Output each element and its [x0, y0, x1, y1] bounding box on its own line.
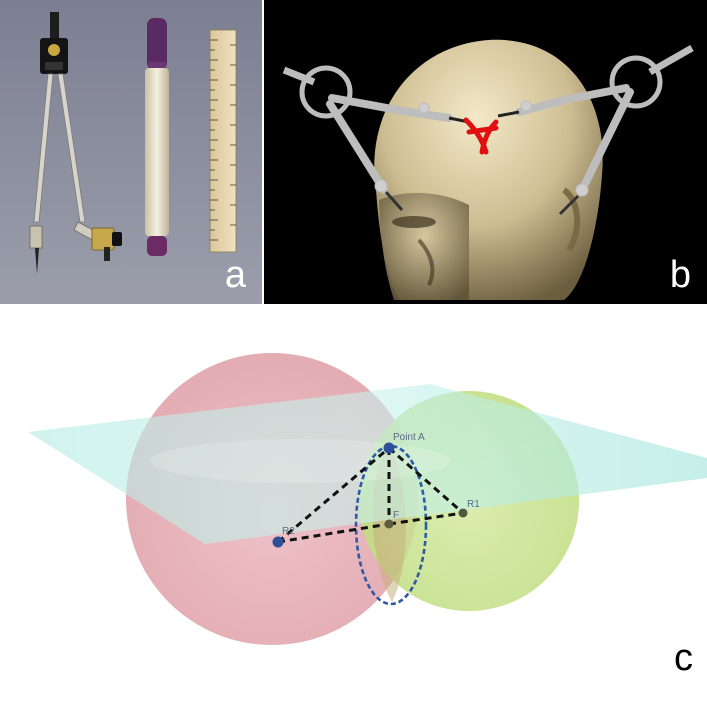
marker-pen-icon: [145, 18, 169, 256]
panel-letter-c: c: [674, 637, 693, 679]
cutting-plane: [28, 384, 707, 544]
point-r2-label: R2: [282, 526, 295, 537]
compass-frame-icon: [282, 44, 694, 216]
point-a-marker: [383, 442, 395, 454]
construction-lines: [277, 446, 464, 544]
point-f-label: F: [393, 510, 399, 521]
head-render-illustration: [264, 0, 707, 304]
panel-b-head-render: b: [264, 0, 707, 304]
drawing-compass-icon: [29, 12, 122, 274]
point-r2-marker: [272, 536, 284, 548]
intersection-circle: [354, 444, 428, 606]
point-r1-marker: [458, 508, 468, 518]
ruler-icon: [209, 29, 237, 253]
point-r1-label: R1: [467, 499, 480, 510]
point-a-label: Point A: [393, 432, 425, 443]
panel-letter-a: a: [224, 254, 246, 296]
panel-letter-b: b: [669, 254, 691, 296]
tools-illustration: [0, 0, 262, 304]
panel-a-tools-photo: a: [0, 0, 262, 304]
point-f-marker: [384, 519, 394, 529]
sphere-intersection-diagram: Point A R1 R2 F: [28, 353, 707, 645]
panel-c-sphere-diagram: Point A R1 R2 F c: [0, 306, 707, 707]
head-render: [374, 39, 603, 300]
red-target-marking: [463, 117, 499, 155]
